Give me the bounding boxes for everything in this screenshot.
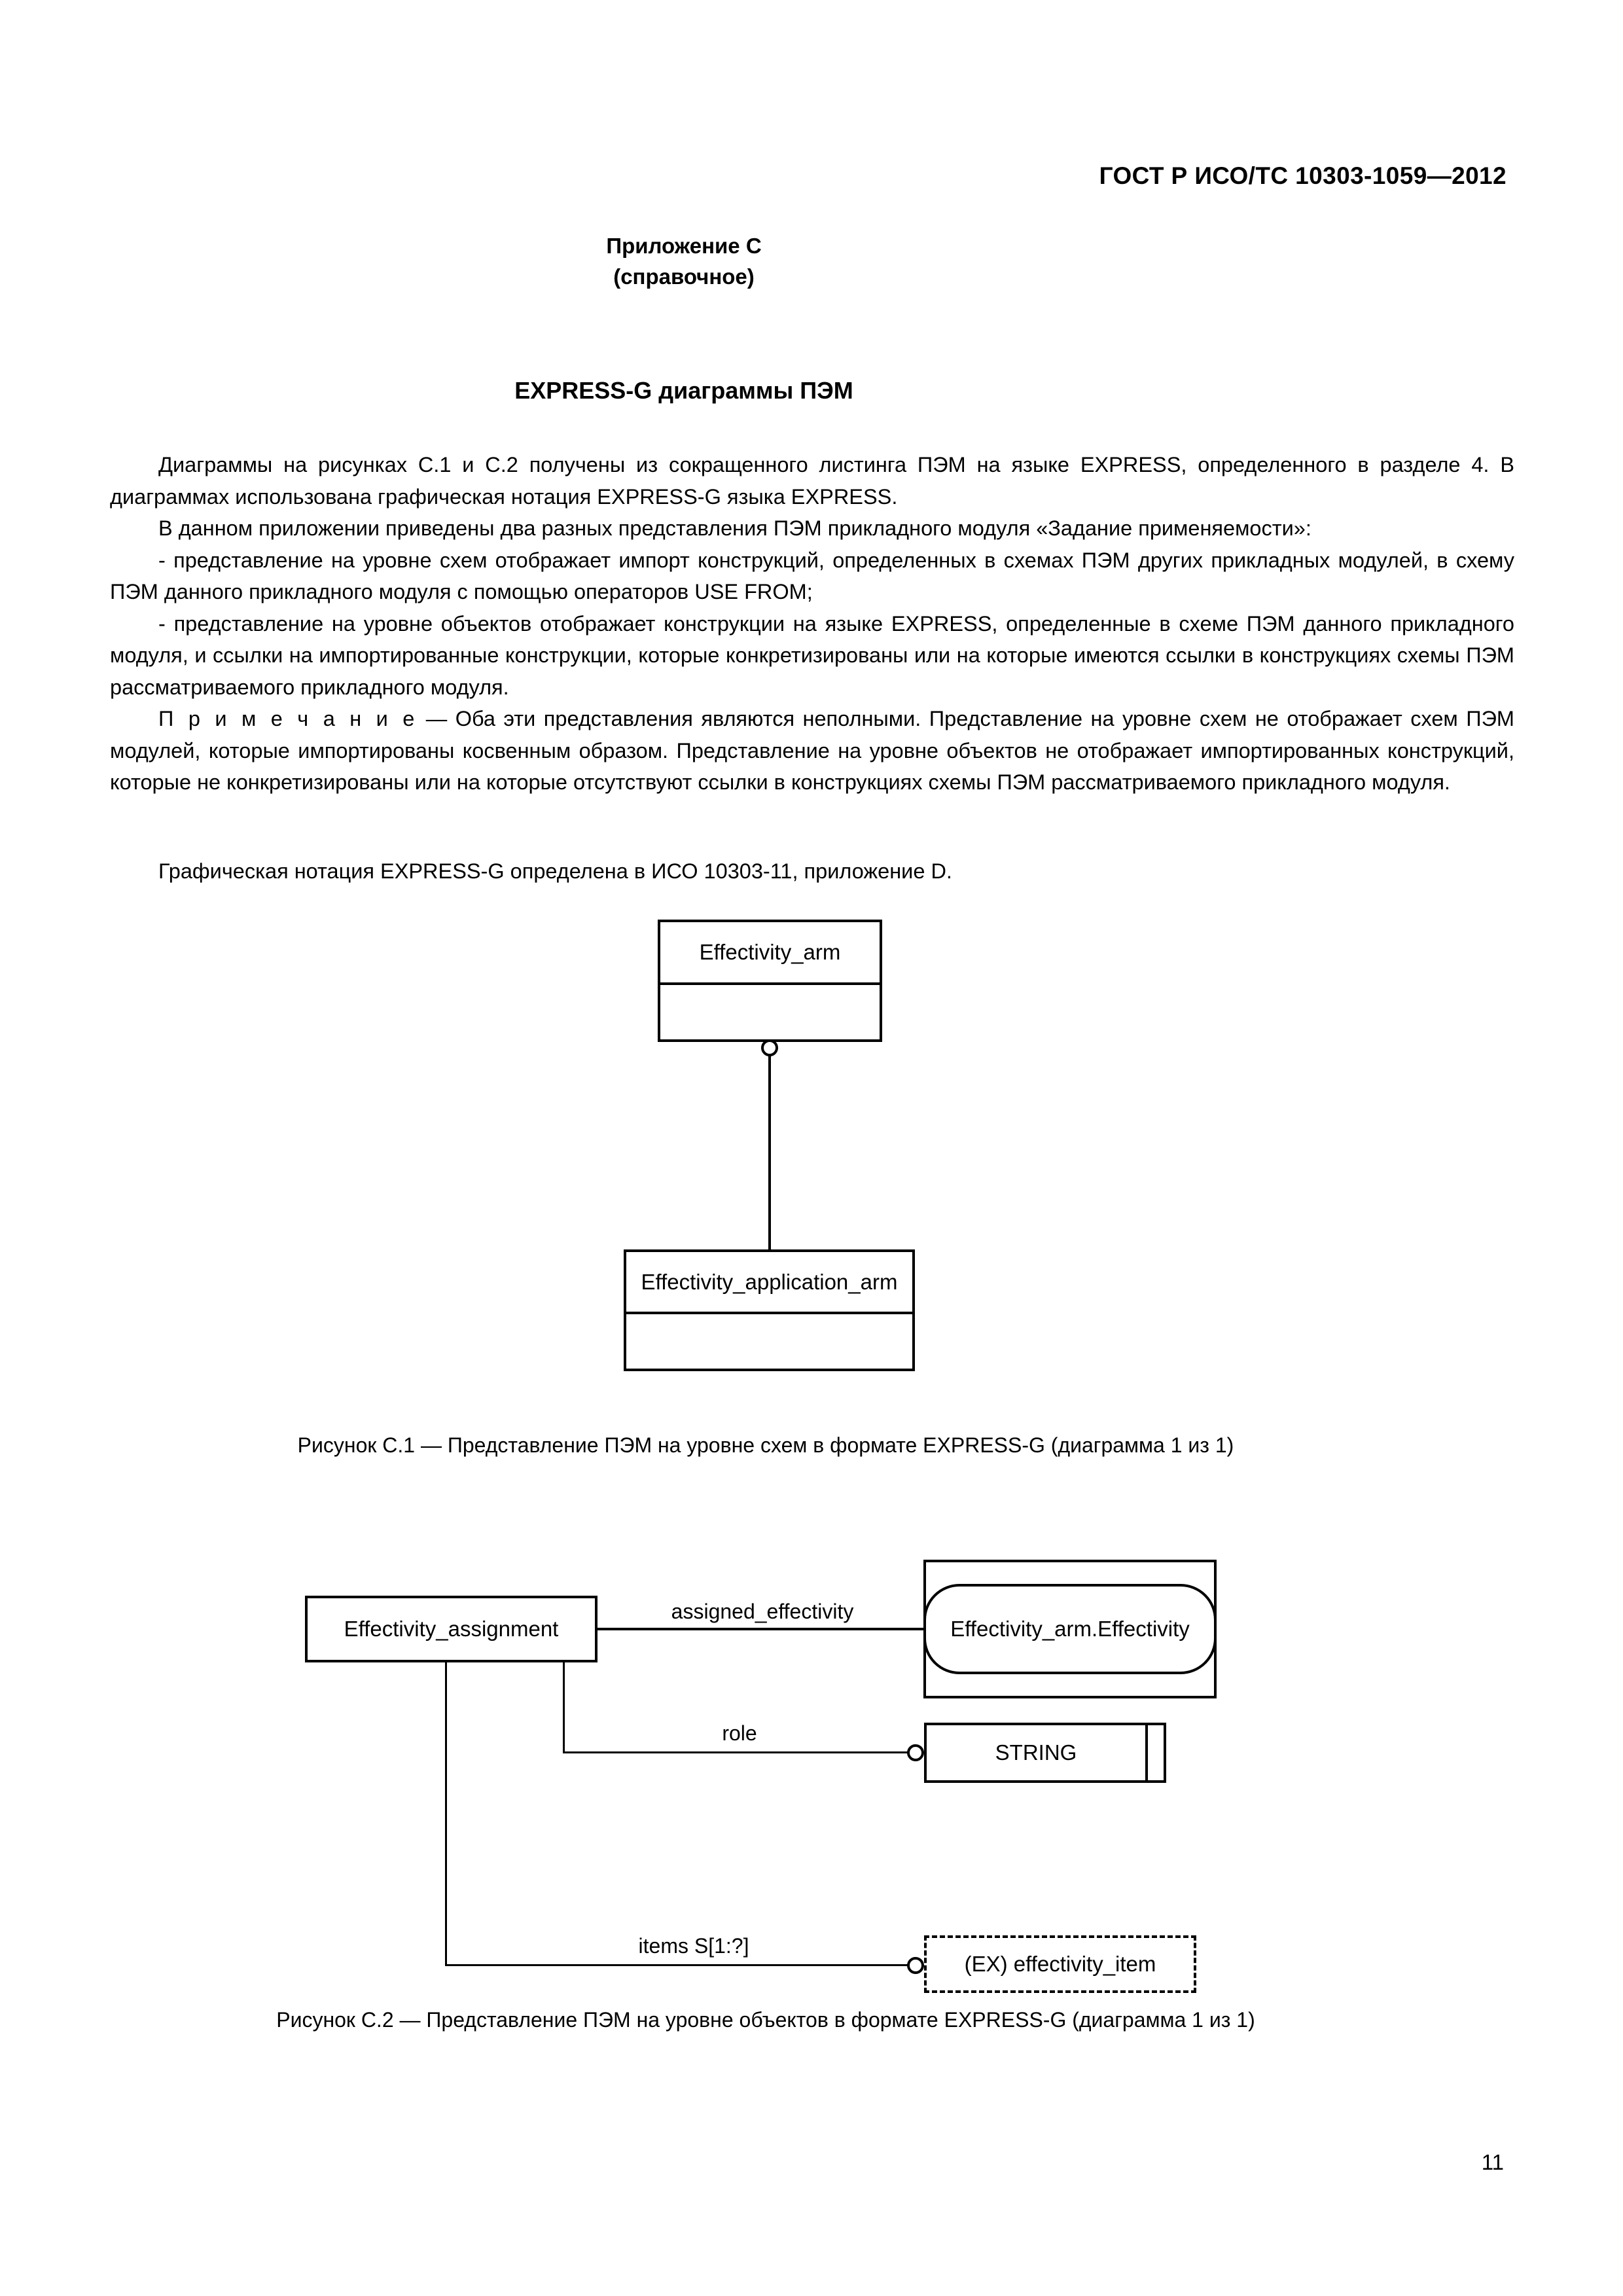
entity-box-effectivity-assignment: Effectivity_assignment — [305, 1596, 597, 1662]
figure-c2-caption: Рисунок С.2 — Представление ПЭМ на уровн… — [276, 2008, 1255, 2032]
paragraph-3: Графическая нотация EXPRESS-G определена… — [158, 859, 952, 883]
relation-label-items: items S[1:?] — [638, 1934, 749, 1958]
relation-label-assigned-effectivity: assigned_effectivity — [671, 1600, 854, 1623]
connector-open-circle-icon — [761, 1039, 778, 1056]
figure-c1-caption: Рисунок С.1 — Представление ПЭМ на уровн… — [297, 1433, 1234, 1457]
connector-vertical-line — [768, 1055, 771, 1249]
note-paragraph: П р и м е ч а н и е — Оба эти представле… — [110, 703, 1514, 798]
type-box-string-right-bottom — [1145, 1780, 1166, 1783]
paragraph-2: В данном приложении приведены два разных… — [158, 516, 1311, 540]
annex-heading: Приложение С (справочное) — [0, 230, 1623, 292]
section-title: EXPRESS-G диаграммы ПЭМ — [514, 377, 853, 404]
relation-line-assigned-effectivity — [597, 1628, 925, 1630]
figure-c1: Effectivity_arm Effectivity_application_… — [0, 910, 1623, 1453]
note-label: П р и м е ч а н и е — [158, 707, 418, 730]
schema-box-effectivity-arm: Effectivity_arm — [658, 920, 882, 1042]
schema-box-effectivity-arm-label: Effectivity_arm — [699, 940, 841, 964]
document-header-standard-id: ГОСТ Р ИСО/ТС 10303-1059—2012 — [1099, 162, 1507, 189]
annex-title: Приложение С — [606, 234, 762, 258]
schema-box-body — [660, 985, 880, 1042]
note-text: — Оба эти представления являются неполны… — [110, 707, 1514, 794]
bullet-item-1: - представление на уровне схем отображае… — [110, 548, 1514, 604]
schema-box-effectivity-application-arm-label: Effectivity_application_arm — [641, 1269, 898, 1294]
reference-box-effectivity-item-label: (EX) effectivity_item — [964, 1952, 1156, 1976]
bullet-item-2: - представление на уровне объектов отобр… — [110, 611, 1514, 699]
relation-line-items — [445, 1964, 916, 1966]
relation-label-role: role — [722, 1721, 757, 1745]
reference-box-effectivity-item: (EX) effectivity_item — [924, 1935, 1196, 1993]
schema-box-body-2 — [626, 1314, 912, 1371]
type-box-string-label: STRING — [995, 1740, 1077, 1765]
type-box-string-right-edge — [1164, 1723, 1166, 1783]
annex-subtitle: (справочное) — [613, 264, 755, 289]
paragraph-1: Диаграммы на рисунках С.1 и С.2 получены… — [110, 453, 1514, 509]
body-content: Диаграммы на рисунках С.1 и С.2 получены… — [110, 449, 1514, 798]
figure-c2: Effectivity_assignment assigned_effectiv… — [0, 1545, 1623, 2016]
schema-box-effectivity-application-arm: Effectivity_application_arm — [624, 1249, 915, 1371]
rounded-box-label: Effectivity_arm.Effectivity — [950, 1617, 1190, 1641]
entity-box-effectivity-assignment-label: Effectivity_assignment — [344, 1617, 559, 1641]
relation-branch-vertical-items — [445, 1662, 447, 1965]
schema-box-divider — [660, 982, 880, 985]
relation-branch-vertical-role — [563, 1662, 565, 1752]
type-box-string: STRING — [924, 1723, 1148, 1783]
relation-connector-circle-role-icon — [907, 1744, 924, 1761]
relation-line-role — [563, 1751, 916, 1753]
schema-box-divider-2 — [626, 1312, 912, 1314]
rounded-box-effectivity-arm-effectivity: Effectivity_arm.Effectivity — [923, 1584, 1217, 1674]
relation-connector-circle-items-icon — [907, 1957, 924, 1974]
page-number: 11 — [1481, 2150, 1504, 2174]
type-box-string-right-top — [1145, 1723, 1166, 1725]
